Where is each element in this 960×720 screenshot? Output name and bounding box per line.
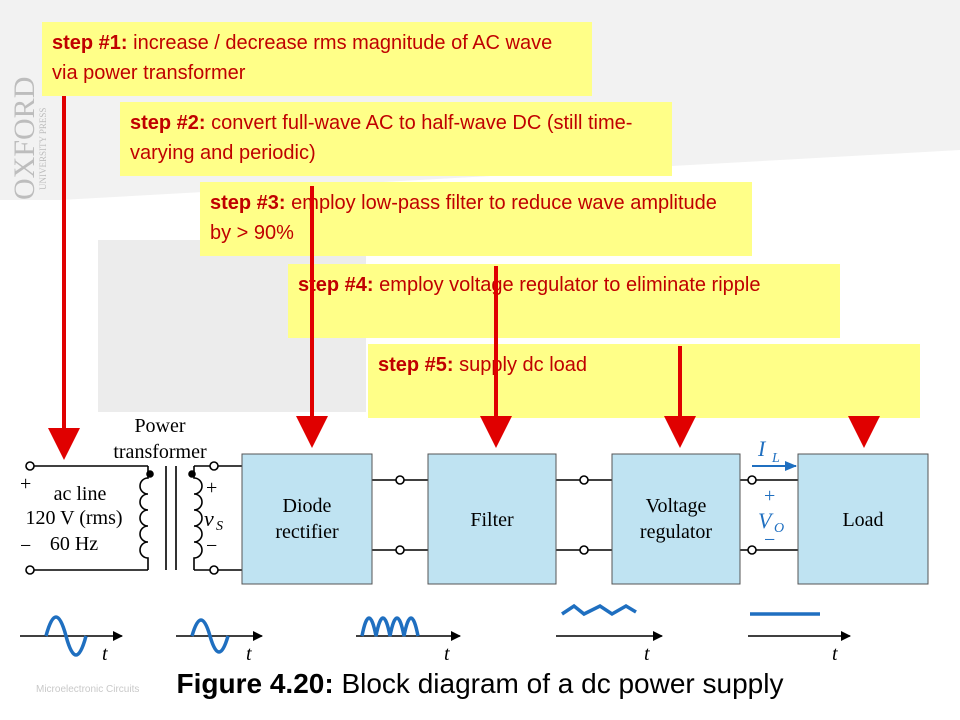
step-2-label: step #2: [130, 112, 206, 134]
input-label-1: ac line [54, 483, 107, 505]
il-sub: L [771, 451, 780, 466]
step-4-text: employ voltage regulator to eliminate ri… [379, 274, 761, 296]
block-filter [427, 453, 557, 585]
transformer-label-2: transformer [113, 441, 207, 463]
block-filter-label: Filter [470, 509, 514, 531]
time-label: t [246, 643, 252, 665]
vo-sub: O [774, 521, 784, 536]
block-voltage-regulator [611, 453, 741, 585]
blocks: Diode rectifier Filter Voltage regulator… [241, 453, 929, 585]
input-label-2: 120 V (rms) [25, 507, 122, 529]
step-3-label: step #3: [210, 192, 286, 214]
time-label: t [444, 643, 450, 665]
step-2-box: step #2: convert full-wave AC to half-wa… [120, 102, 672, 176]
step-1-box: step #1: increase / decrease rms magnitu… [42, 22, 592, 96]
vo-label: V [758, 508, 774, 533]
logo-sub: UNIVERSITY PRESS [38, 108, 48, 190]
block-rectifier-line-2: rectifier [275, 521, 339, 543]
oxford-logo: OXFORD UNIVERSITY PRESS [8, 77, 48, 200]
transformer-symbol [139, 466, 203, 570]
step-1-text: increase / decrease rms magnitude of AC … [52, 32, 553, 84]
transformer-label-1: Power [134, 415, 185, 437]
waveform-regulated: t [748, 612, 851, 665]
load-annotations: I L + V O − [752, 436, 797, 551]
waveform-filtered: t [556, 603, 663, 665]
vs-plus: + [206, 477, 217, 499]
step-1-label: step #1: [52, 32, 128, 54]
waveform-rectified: t [356, 616, 461, 665]
waveform-transformer-output: t [176, 618, 263, 665]
figure-caption: Figure 4.20: Block diagram of a dc power… [0, 668, 960, 700]
vs-minus: − [206, 535, 217, 557]
waveform-ac-input: t [20, 615, 123, 665]
step-3-box: step #3: employ low-pass filter to reduc… [200, 182, 752, 256]
il-label: I [757, 436, 767, 461]
caption-rest: Block diagram of a dc power supply [333, 668, 784, 699]
waveforms: t t t t t [20, 603, 851, 665]
vo-plus: + [764, 485, 775, 507]
step-3-text: employ low-pass filter to reduce wave am… [210, 192, 717, 244]
step-5-box: step #5: supply dc load [368, 344, 920, 418]
logo-brand: OXFORD [8, 77, 41, 200]
vs-sub: S [216, 519, 223, 534]
block-regulator-line-2: regulator [640, 521, 713, 543]
circuit-wires [25, 461, 798, 575]
input-plus: + [20, 473, 31, 495]
input-label-3: 60 Hz [50, 533, 98, 555]
step-5-text: supply dc load [459, 354, 588, 376]
block-regulator-line-1: Voltage [646, 495, 707, 517]
input-minus: − [20, 535, 31, 557]
vo-minus: − [764, 529, 775, 551]
vs-label: v [204, 506, 214, 531]
time-label: t [102, 643, 108, 665]
block-load [797, 453, 929, 585]
time-label: t [832, 643, 838, 665]
step-5-label: step #5: [378, 354, 454, 376]
step-4-label: step #4: [298, 274, 374, 296]
step-2-text: convert full-wave AC to half-wave DC (st… [130, 112, 633, 164]
block-diode-rectifier [241, 453, 373, 585]
caption-bold: Figure 4.20: [176, 668, 334, 699]
block-load-label: Load [842, 509, 883, 531]
time-label: t [644, 643, 650, 665]
red-arrows [48, 96, 880, 460]
block-rectifier-line-1: Diode [283, 495, 332, 517]
footer-text: Microelectronic Circuits [36, 684, 140, 695]
step-4-box: step #4: employ voltage regulator to eli… [288, 264, 840, 338]
